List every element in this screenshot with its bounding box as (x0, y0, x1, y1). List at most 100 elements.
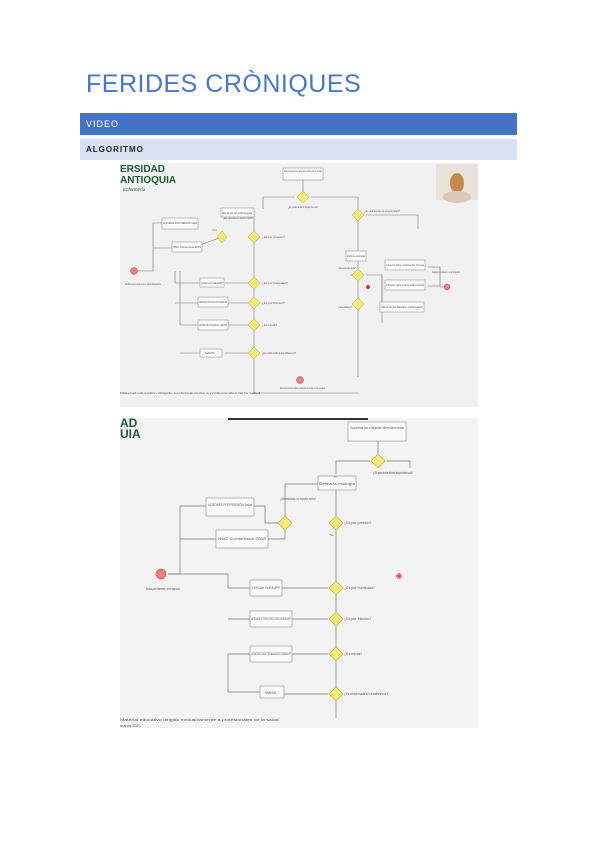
end-circle-right (443, 283, 451, 291)
flowchart-label: marzo 2021 (120, 723, 142, 728)
flowchart-label: ¿Es por humedad? (344, 586, 375, 590)
flowchart-label: LESIONES POR FRICCIÓN GNEAUPP (199, 299, 227, 304)
flowchart-label: ¿Es relacionada a los adhesivos? (344, 692, 388, 696)
friction-box (249, 610, 293, 628)
flowchart-label: Guía práctica para el diagnóstico difere… (350, 426, 404, 430)
humidity-diamond (328, 580, 344, 596)
flowchart-label: Si (334, 475, 337, 479)
flowchart-label: ¿Es relacionada a los adhesivos? (262, 351, 296, 355)
flowchart-label: ¿Es por presión? (344, 521, 371, 525)
flowchart-label: ¿Es por fricción? (344, 617, 371, 621)
flowchart-label: ¿Es mixta? (262, 323, 277, 327)
flowchart-label: ¿Es una herida de la cronicidad? (364, 209, 400, 213)
university-logo-line1: AD (120, 418, 138, 430)
friction-box (197, 296, 229, 308)
flowchart-label: Criterios para enfermedad arterial (386, 283, 424, 287)
section-header-video: VIDEO (80, 113, 517, 135)
pressure-injuries-box (161, 217, 199, 230)
mixed-diamond (247, 318, 261, 332)
define-etiology-box (317, 475, 357, 491)
university-logo-line2: UIA (120, 427, 141, 441)
multicausal-box (197, 319, 229, 331)
friction-diamond (247, 296, 261, 310)
flowchart-label: ¿El paciente tiene dependencia? (373, 471, 413, 475)
flowchart-label: NNC Consensus 2019 (173, 245, 201, 249)
flowchart-label: NNC Consensus 2019 (218, 537, 266, 541)
npiap-box (171, 241, 203, 253)
adhesive-diamond (328, 686, 344, 702)
lescah-box (199, 277, 225, 288)
flowchart-label: Úlcera de pie diabético (clasificación) (381, 304, 423, 309)
flowchart-label: ¿Tiene diabetes? (338, 305, 352, 309)
flowchart-label: ¿Es por presión? (262, 235, 285, 239)
friction-diamond (328, 611, 344, 627)
flowchart-label: ¿Tiene enfermedad vascular? (338, 266, 356, 270)
mixed-diamond (328, 646, 344, 662)
flowchart-label: Medidas para tratamiento y cerrar diagnó… (432, 270, 460, 274)
flowchart-label: ¿Es por fricción? (262, 301, 285, 305)
university-logo-line2: ANTIOQUIA (120, 175, 176, 186)
multicausal-box (249, 645, 293, 663)
flowchart-label: No (330, 533, 334, 537)
dependency-diamond (370, 453, 386, 469)
marsi-box (199, 348, 223, 358)
flowchart-label: Criterios para insuficiencia Venosa (386, 263, 424, 267)
flowchart-label: ¿Es mixta? (344, 652, 362, 656)
flowchart-label: MARSI (205, 351, 215, 355)
algorithm-screenshot-2: AD UIA (120, 418, 478, 728)
etiology-right-box (345, 250, 367, 262)
flowchart-label: Material educativo dirigido exclusivamen… (120, 717, 280, 722)
device-diamond (277, 515, 293, 531)
pressure-diamond (247, 230, 261, 244)
flowchart-label: Material educativo dirigido exclusivamen… (120, 391, 260, 395)
guide-box (282, 167, 324, 181)
device-diamond (216, 230, 228, 244)
flowchart-2: AD UIA (120, 418, 478, 728)
flowchart-label: Medidas para tratamiento y cerrar diagnó… (146, 587, 180, 591)
humidity-diamond (247, 276, 261, 290)
page-title: FERIDES CRÒNIQUES (86, 70, 362, 98)
flowchart-label: LESIONES MULTICAUSALES GNEAUPP (199, 323, 227, 327)
venous-criteria-box (384, 259, 426, 271)
flowchart-label: Medidas para tratamiento y cerrar diagnó… (125, 282, 161, 286)
pressure-diamond (328, 515, 344, 531)
arterial-criteria-box (384, 279, 426, 291)
university-logo-line1: ERSIDAD (120, 164, 165, 175)
flowchart-label: ¿Es por humedad? (262, 281, 288, 285)
flowchart-label: Defina la etiología (222, 211, 252, 215)
flowchart-label: ¿Está relacionada a un dispositivo médic… (280, 497, 316, 501)
pressure-injuries-box (205, 497, 255, 517)
diabetic-foot-box (379, 301, 425, 313)
chronicity-diamond (351, 208, 365, 222)
flowchart-label: LESCAH GNEAUPP (252, 586, 281, 590)
flowchart-label: LESIONES POR FRICCIÓN GNEAUPP (251, 616, 291, 621)
cursor-dot (366, 285, 370, 289)
flowchart-label: ¿El paciente tiene dependencia? (288, 205, 318, 209)
end-circle-left (155, 568, 167, 580)
algorithm-screenshot-1: ERSIDAD ANTIOQUIA Enfermería (120, 163, 478, 407)
define-etiology-box (220, 207, 255, 218)
flowchart-label: LESIONES MULTICAUSALES GNEAUPP (251, 652, 291, 656)
section-header-algorithm: ALGORITMO (80, 139, 517, 160)
npiap-box (215, 529, 269, 549)
flowchart-1: ERSIDAD ANTIOQUIA Enfermería (120, 163, 478, 407)
diabetes-diamond (351, 297, 365, 311)
marsi-box (259, 685, 285, 699)
flowchart-label: Defina etiología (347, 254, 365, 258)
guide-box (347, 421, 407, 442)
university-logo-sub: Enfermería (123, 187, 146, 192)
dependency-diamond (296, 190, 310, 204)
lescah-box (249, 579, 283, 597)
adhesive-diamond (247, 346, 261, 360)
end-circle-left (130, 267, 138, 275)
vascular-diamond (351, 268, 365, 282)
flowchart-label: Material exclusivamente dirigido a profe… (280, 386, 325, 390)
end-circle-bottom (296, 376, 304, 384)
flowchart-label: ¿Está relacionada a un dispositivo médic… (223, 216, 253, 220)
flowchart-label: MARSI (265, 691, 276, 695)
flowchart-label: Guía práctica para el diagnóstico difere… (284, 169, 322, 173)
flowchart-label: LESIONES POR PRESIÓN Salud (208, 502, 252, 507)
flowchart-label: LESIONES POR PRESIÓN Salud (163, 220, 197, 225)
flowchart-label: Defina la etiología (319, 482, 355, 486)
flowchart-label: LESCAH GNEAUPP (201, 281, 223, 285)
